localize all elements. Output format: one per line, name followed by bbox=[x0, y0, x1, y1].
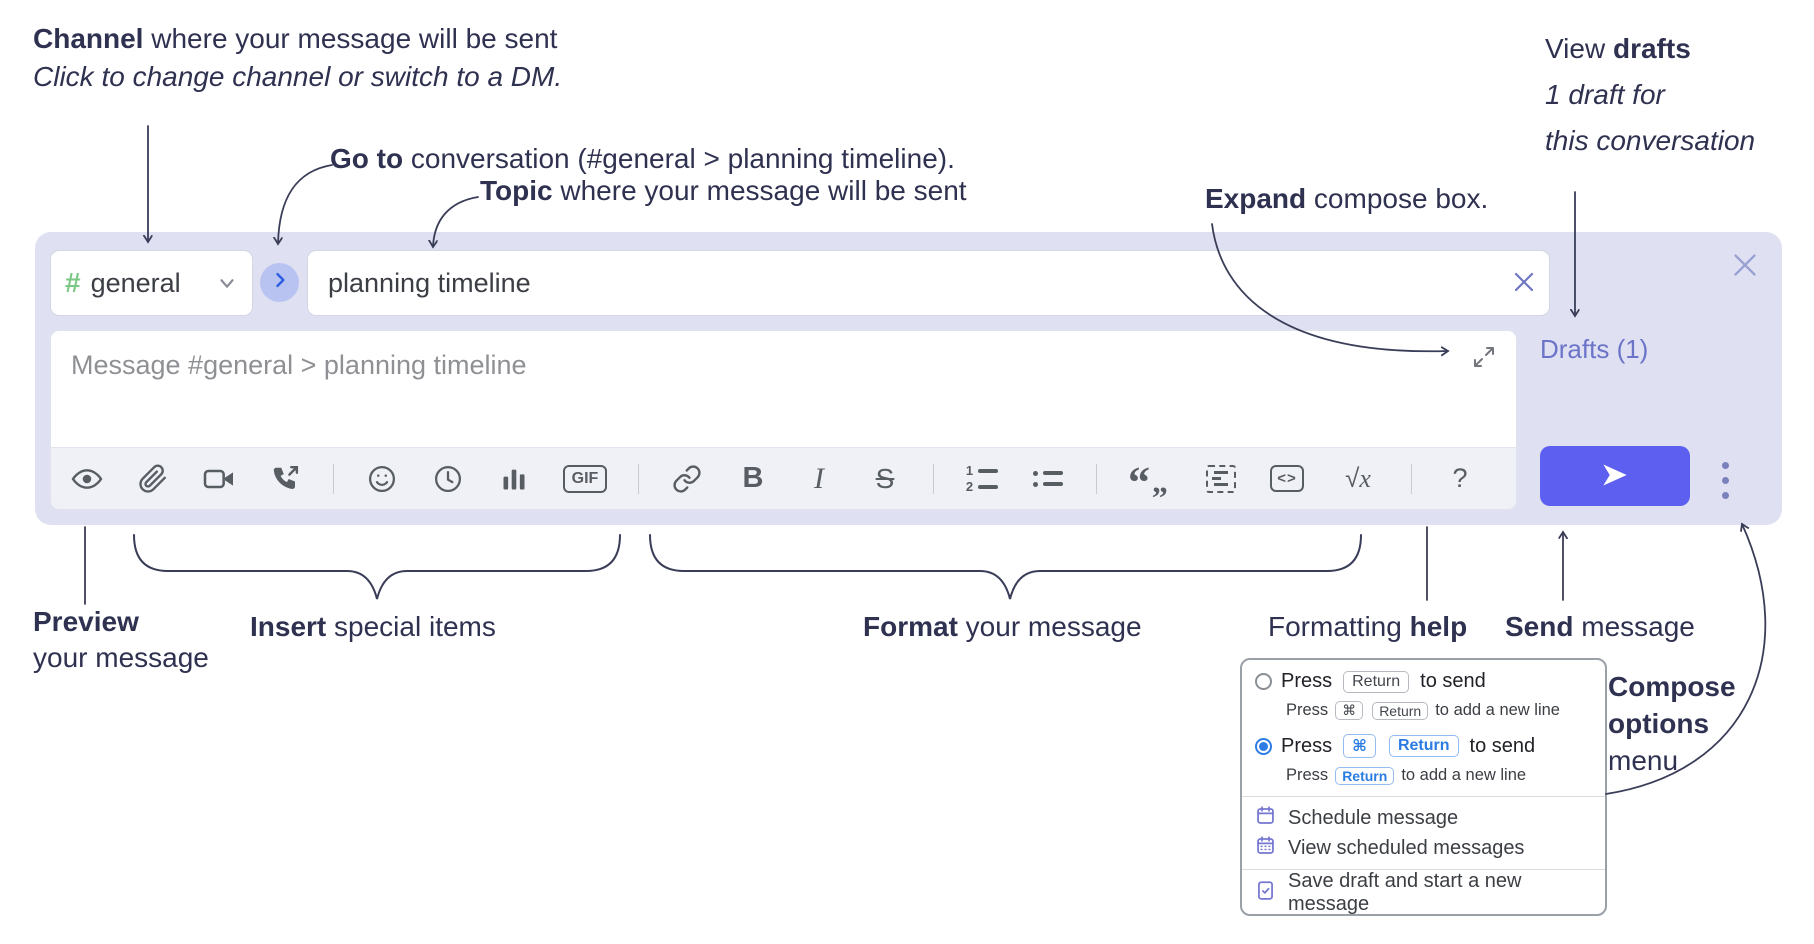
annotation-preview: Preview your message bbox=[33, 606, 209, 673]
option2-subtext: Press Return to add a new line bbox=[1286, 766, 1527, 785]
annotation-compose-options: Compose options menu bbox=[1608, 671, 1736, 776]
menu-item-schedule-message[interactable]: Schedule message bbox=[1255, 803, 1458, 833]
toolbar-divider bbox=[333, 463, 334, 494]
spoiler-icon[interactable] bbox=[1203, 461, 1239, 497]
annotation-format: Format your message bbox=[863, 611, 1142, 642]
code-icon[interactable]: <> bbox=[1269, 461, 1305, 497]
return-key: Return bbox=[1388, 735, 1459, 757]
menu-divider bbox=[1242, 869, 1605, 870]
numbered-list-icon[interactable]: 1 2 bbox=[964, 461, 1000, 497]
annotation-channel: Channel where your message will be sent … bbox=[33, 20, 562, 96]
annotation-expand: Expand compose box. bbox=[1205, 183, 1489, 214]
drafts-link[interactable]: Drafts (1) bbox=[1540, 334, 1649, 364]
message-card: GIF B I S bbox=[50, 330, 1517, 510]
option-press-return-to-send[interactable]: Press Return to send bbox=[1255, 670, 1486, 693]
topic-field bbox=[307, 250, 1550, 316]
voice-call-icon[interactable] bbox=[267, 461, 303, 497]
save-draft-icon bbox=[1255, 880, 1276, 907]
cmd-key: ⌘ bbox=[1343, 734, 1376, 758]
toolbar-divider bbox=[1411, 463, 1412, 494]
formatting-help-icon[interactable]: ? bbox=[1452, 463, 1468, 493]
compose-toolbar: GIF B I S bbox=[51, 447, 1516, 509]
chevron-down-icon bbox=[216, 272, 238, 294]
return-key: Return bbox=[1335, 766, 1395, 785]
preview-icon[interactable] bbox=[69, 461, 105, 497]
menu-item-save-draft[interactable]: Save draft and start a new message bbox=[1255, 870, 1605, 915]
quote-icon[interactable]: “ „ bbox=[1128, 457, 1168, 507]
attach-file-icon[interactable] bbox=[135, 461, 171, 497]
annotation-formatting-help: Formatting help bbox=[1268, 611, 1468, 642]
emoji-icon[interactable] bbox=[364, 461, 400, 497]
send-button[interactable] bbox=[1540, 446, 1690, 506]
strikethrough-icon[interactable]: S bbox=[875, 462, 895, 494]
time-icon[interactable] bbox=[430, 461, 466, 497]
channel-name: general bbox=[90, 267, 181, 298]
return-key: Return bbox=[1372, 701, 1429, 720]
compose-options-menu: Press Return to send Press ⌘ Return to a… bbox=[1240, 658, 1607, 916]
go-to-conversation-button[interactable] bbox=[260, 263, 299, 302]
annotation-topic: Topic where your message will be sent bbox=[480, 175, 967, 206]
toolbar-divider bbox=[933, 463, 934, 494]
insert-brace bbox=[133, 534, 621, 600]
link-icon[interactable] bbox=[669, 461, 705, 497]
message-input[interactable] bbox=[57, 337, 1465, 393]
menu-item-view-scheduled[interactable]: View scheduled messages bbox=[1255, 833, 1524, 863]
chevron-right-icon bbox=[270, 270, 290, 295]
schedule-icon bbox=[1255, 805, 1276, 832]
channel-selector[interactable]: # general bbox=[50, 250, 253, 316]
topic-input[interactable] bbox=[308, 267, 1513, 299]
close-compose-button[interactable] bbox=[1732, 252, 1758, 281]
radio-unselected-icon[interactable] bbox=[1255, 673, 1272, 690]
option-press-cmd-return-to-send[interactable]: Press ⌘ Return to send bbox=[1255, 734, 1535, 758]
format-brace bbox=[649, 534, 1362, 600]
radio-selected-icon[interactable] bbox=[1255, 737, 1272, 755]
send-icon bbox=[1601, 461, 1629, 492]
close-icon bbox=[1513, 271, 1535, 296]
cmd-key: ⌘ bbox=[1335, 701, 1364, 720]
annotation-goto: Go to conversation (#general > planning … bbox=[330, 143, 955, 174]
view-scheduled-icon bbox=[1255, 835, 1276, 862]
poll-icon[interactable] bbox=[496, 461, 532, 497]
clear-topic-button[interactable] bbox=[1513, 271, 1535, 296]
gif-icon[interactable]: GIF bbox=[562, 461, 608, 497]
bulleted-list-icon[interactable] bbox=[1030, 461, 1066, 497]
return-key: Return bbox=[1343, 670, 1410, 693]
option1-subtext: Press ⌘ Return to add a new line bbox=[1286, 701, 1560, 720]
expand-compose-button[interactable] bbox=[1472, 345, 1496, 372]
ellipsis-vertical-icon bbox=[1721, 461, 1729, 499]
annotation-view-drafts: View drafts 1 draft for this conversatio… bbox=[1545, 33, 1756, 156]
annotation-channel-sub: Click to change channel or switch to a D… bbox=[33, 61, 563, 92]
menu-divider bbox=[1242, 796, 1605, 797]
channel-hash-icon: # bbox=[65, 267, 81, 298]
annotation-insert: Insert special items bbox=[250, 611, 496, 642]
bold-icon[interactable]: B bbox=[742, 462, 764, 494]
compose-box: # general bbox=[35, 232, 1782, 525]
annotation-channel-bold: Channel bbox=[33, 23, 144, 54]
math-icon[interactable]: √x bbox=[1345, 463, 1371, 493]
toolbar-divider bbox=[1096, 463, 1097, 494]
compose-options-button[interactable] bbox=[1713, 454, 1737, 506]
italic-icon[interactable]: I bbox=[814, 461, 824, 495]
annotation-send: Send message bbox=[1505, 611, 1695, 642]
toolbar-divider bbox=[638, 463, 639, 494]
video-call-icon[interactable] bbox=[201, 461, 237, 497]
expand-icon bbox=[1472, 345, 1496, 372]
close-icon bbox=[1732, 252, 1758, 281]
